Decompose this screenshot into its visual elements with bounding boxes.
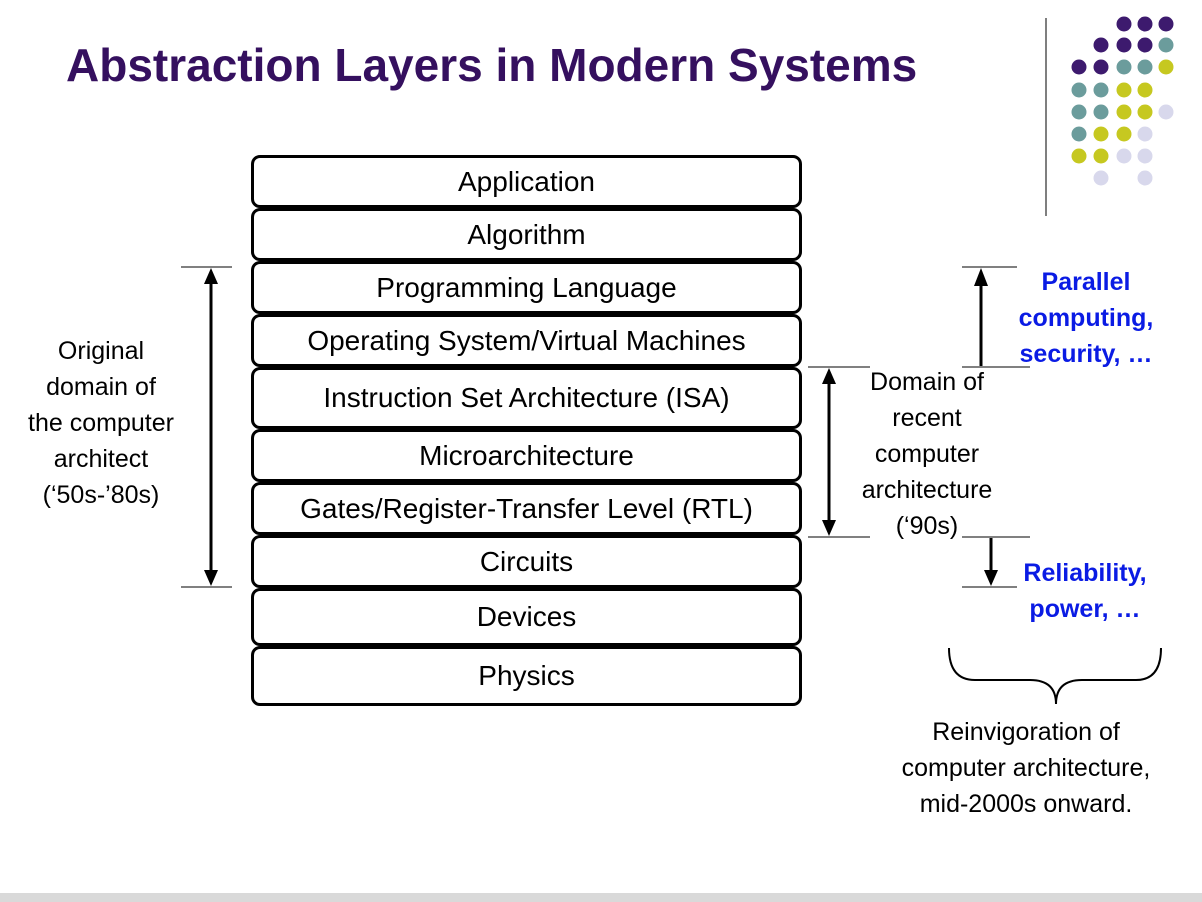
layer-programming-language: Programming Language [251, 261, 802, 314]
decoration-dot [1093, 148, 1109, 164]
layer-algorithm: Algorithm [251, 208, 802, 261]
bottom-strip [0, 893, 1202, 902]
parallel-arrow-head [974, 268, 988, 286]
decoration-dot [1116, 104, 1132, 120]
mid-arrow-head-down [822, 520, 836, 536]
curly-brace [948, 647, 1162, 705]
layer-physics: Physics [251, 646, 802, 706]
decoration-dot [1158, 37, 1174, 53]
left-arrow-head-down [204, 570, 218, 586]
parallel-computing-label: Parallel computing, security, … [1018, 268, 1154, 368]
decoration-dot [1137, 104, 1153, 120]
layer-rtl: Gates/Register-Transfer Level (RTL) [251, 482, 802, 535]
dot-grid-decoration [1071, 16, 1174, 186]
left-arrow-head-up [204, 268, 218, 284]
decoration-dot [1093, 170, 1109, 186]
decoration-dot [1137, 148, 1153, 164]
decoration-dot [1137, 16, 1153, 32]
decoration-dot [1116, 148, 1132, 164]
recent-domain-label: Domain of recent computer architecture (… [861, 368, 993, 540]
reliability-label: Reliability, power, … [1023, 559, 1147, 623]
layer-microarchitecture: Microarchitecture [251, 429, 802, 482]
layer-circuits: Circuits [251, 535, 802, 588]
decoration-dot [1158, 59, 1174, 75]
decoration-dot [1137, 59, 1153, 75]
decoration-dot [1071, 82, 1087, 98]
decoration-dot [1093, 37, 1109, 53]
decoration-dot [1158, 16, 1174, 32]
reliability-arrow-head [984, 570, 998, 586]
layer-operating-system: Operating System/Virtual Machines [251, 314, 802, 367]
decoration-dot [1116, 82, 1132, 98]
decoration-dot [1071, 59, 1087, 75]
decoration-dot [1116, 126, 1132, 142]
layer-devices: Devices [251, 588, 802, 646]
slide-title: Abstraction Layers in Modern Systems [66, 39, 918, 91]
decoration-dot [1137, 37, 1153, 53]
layer-isa: Instruction Set Architecture (ISA) [251, 367, 802, 429]
decoration-dot [1071, 148, 1087, 164]
decoration-dot [1093, 126, 1109, 142]
decoration-dot [1137, 126, 1153, 142]
decoration-dot [1116, 37, 1132, 53]
layer-application: Application [251, 155, 802, 208]
decoration-dot [1093, 104, 1109, 120]
decoration-dot [1093, 82, 1109, 98]
reinvigoration-label: Reinvigoration of computer architecture,… [901, 718, 1151, 818]
decoration-dot [1071, 126, 1087, 142]
decoration-dot [1137, 170, 1153, 186]
decoration-dot [1093, 59, 1109, 75]
decoration-dot [1071, 104, 1087, 120]
mid-arrow-head-up [822, 368, 836, 384]
decoration-dot [1158, 104, 1174, 120]
decoration-dot [1116, 59, 1132, 75]
decoration-dot [1116, 16, 1132, 32]
decoration-dot [1137, 82, 1153, 98]
original-domain-label: Original domain of the computer architec… [28, 337, 174, 509]
